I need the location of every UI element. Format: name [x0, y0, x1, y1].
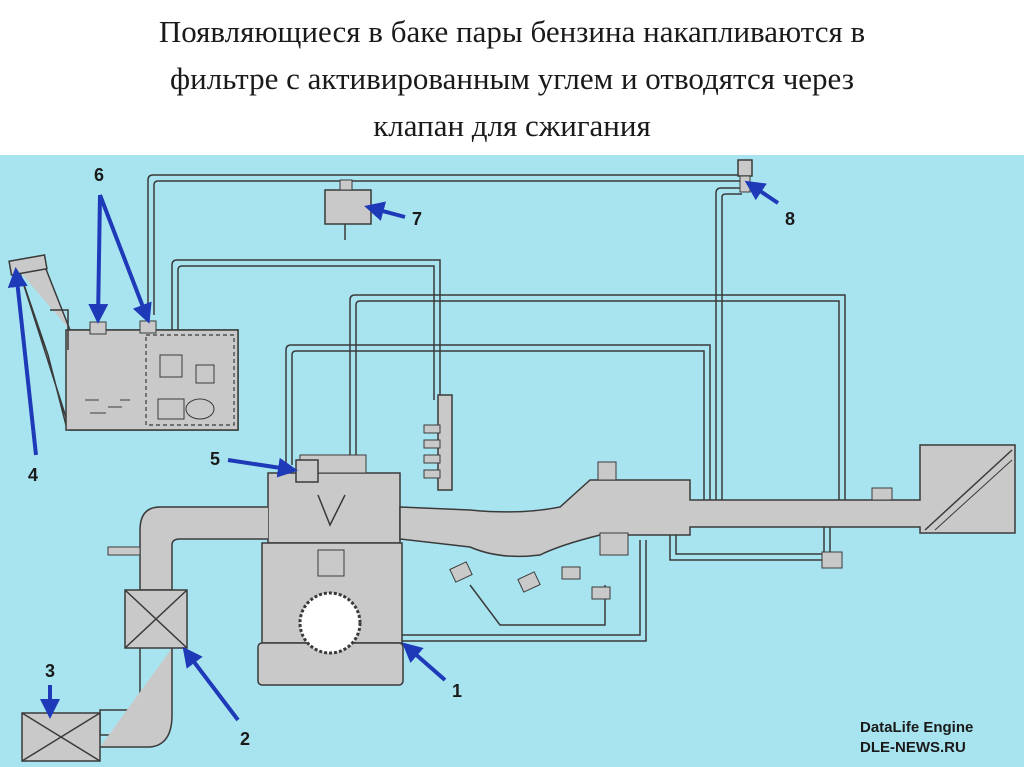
- fuel-tank: [8, 254, 239, 431]
- title-line-3: клапан для сжигания: [373, 108, 651, 143]
- callout-1: 1: [452, 681, 462, 701]
- slide-title: Появляющиеся в баке пары бензина накапли…: [0, 8, 1024, 149]
- purge-valve-7: [324, 179, 372, 240]
- callout-7: 7: [412, 209, 422, 229]
- intake-system: [21, 506, 268, 762]
- fuel-rail: [423, 394, 453, 491]
- engine-block: [257, 454, 404, 686]
- vapour-lines: [147, 174, 846, 642]
- callout-4: 4: [28, 465, 38, 485]
- callout-8: 8: [785, 209, 795, 229]
- callout-6: 6: [94, 165, 104, 185]
- watermark-line-1: DataLife Engine: [860, 719, 974, 736]
- title-line-2: фильтре с активированным углем и отводят…: [170, 61, 854, 96]
- exhaust-system: [399, 444, 1016, 600]
- title-line-1: Появляющиеся в баке пары бензина накапли…: [158, 14, 866, 49]
- sensor-8: [737, 159, 753, 193]
- watermark-line-2: DLE-NEWS.RU: [860, 739, 966, 756]
- watermark: DataLife Engine DLE-NEWS.RU: [860, 718, 1020, 758]
- callout-3: 3: [45, 661, 55, 681]
- evap-system-diagram: 1 2 3 4 5 6 7 8: [7, 159, 1016, 762]
- callout-2: 2: [240, 729, 250, 749]
- callout-5: 5: [210, 449, 220, 469]
- callout-arrows: [7, 180, 780, 722]
